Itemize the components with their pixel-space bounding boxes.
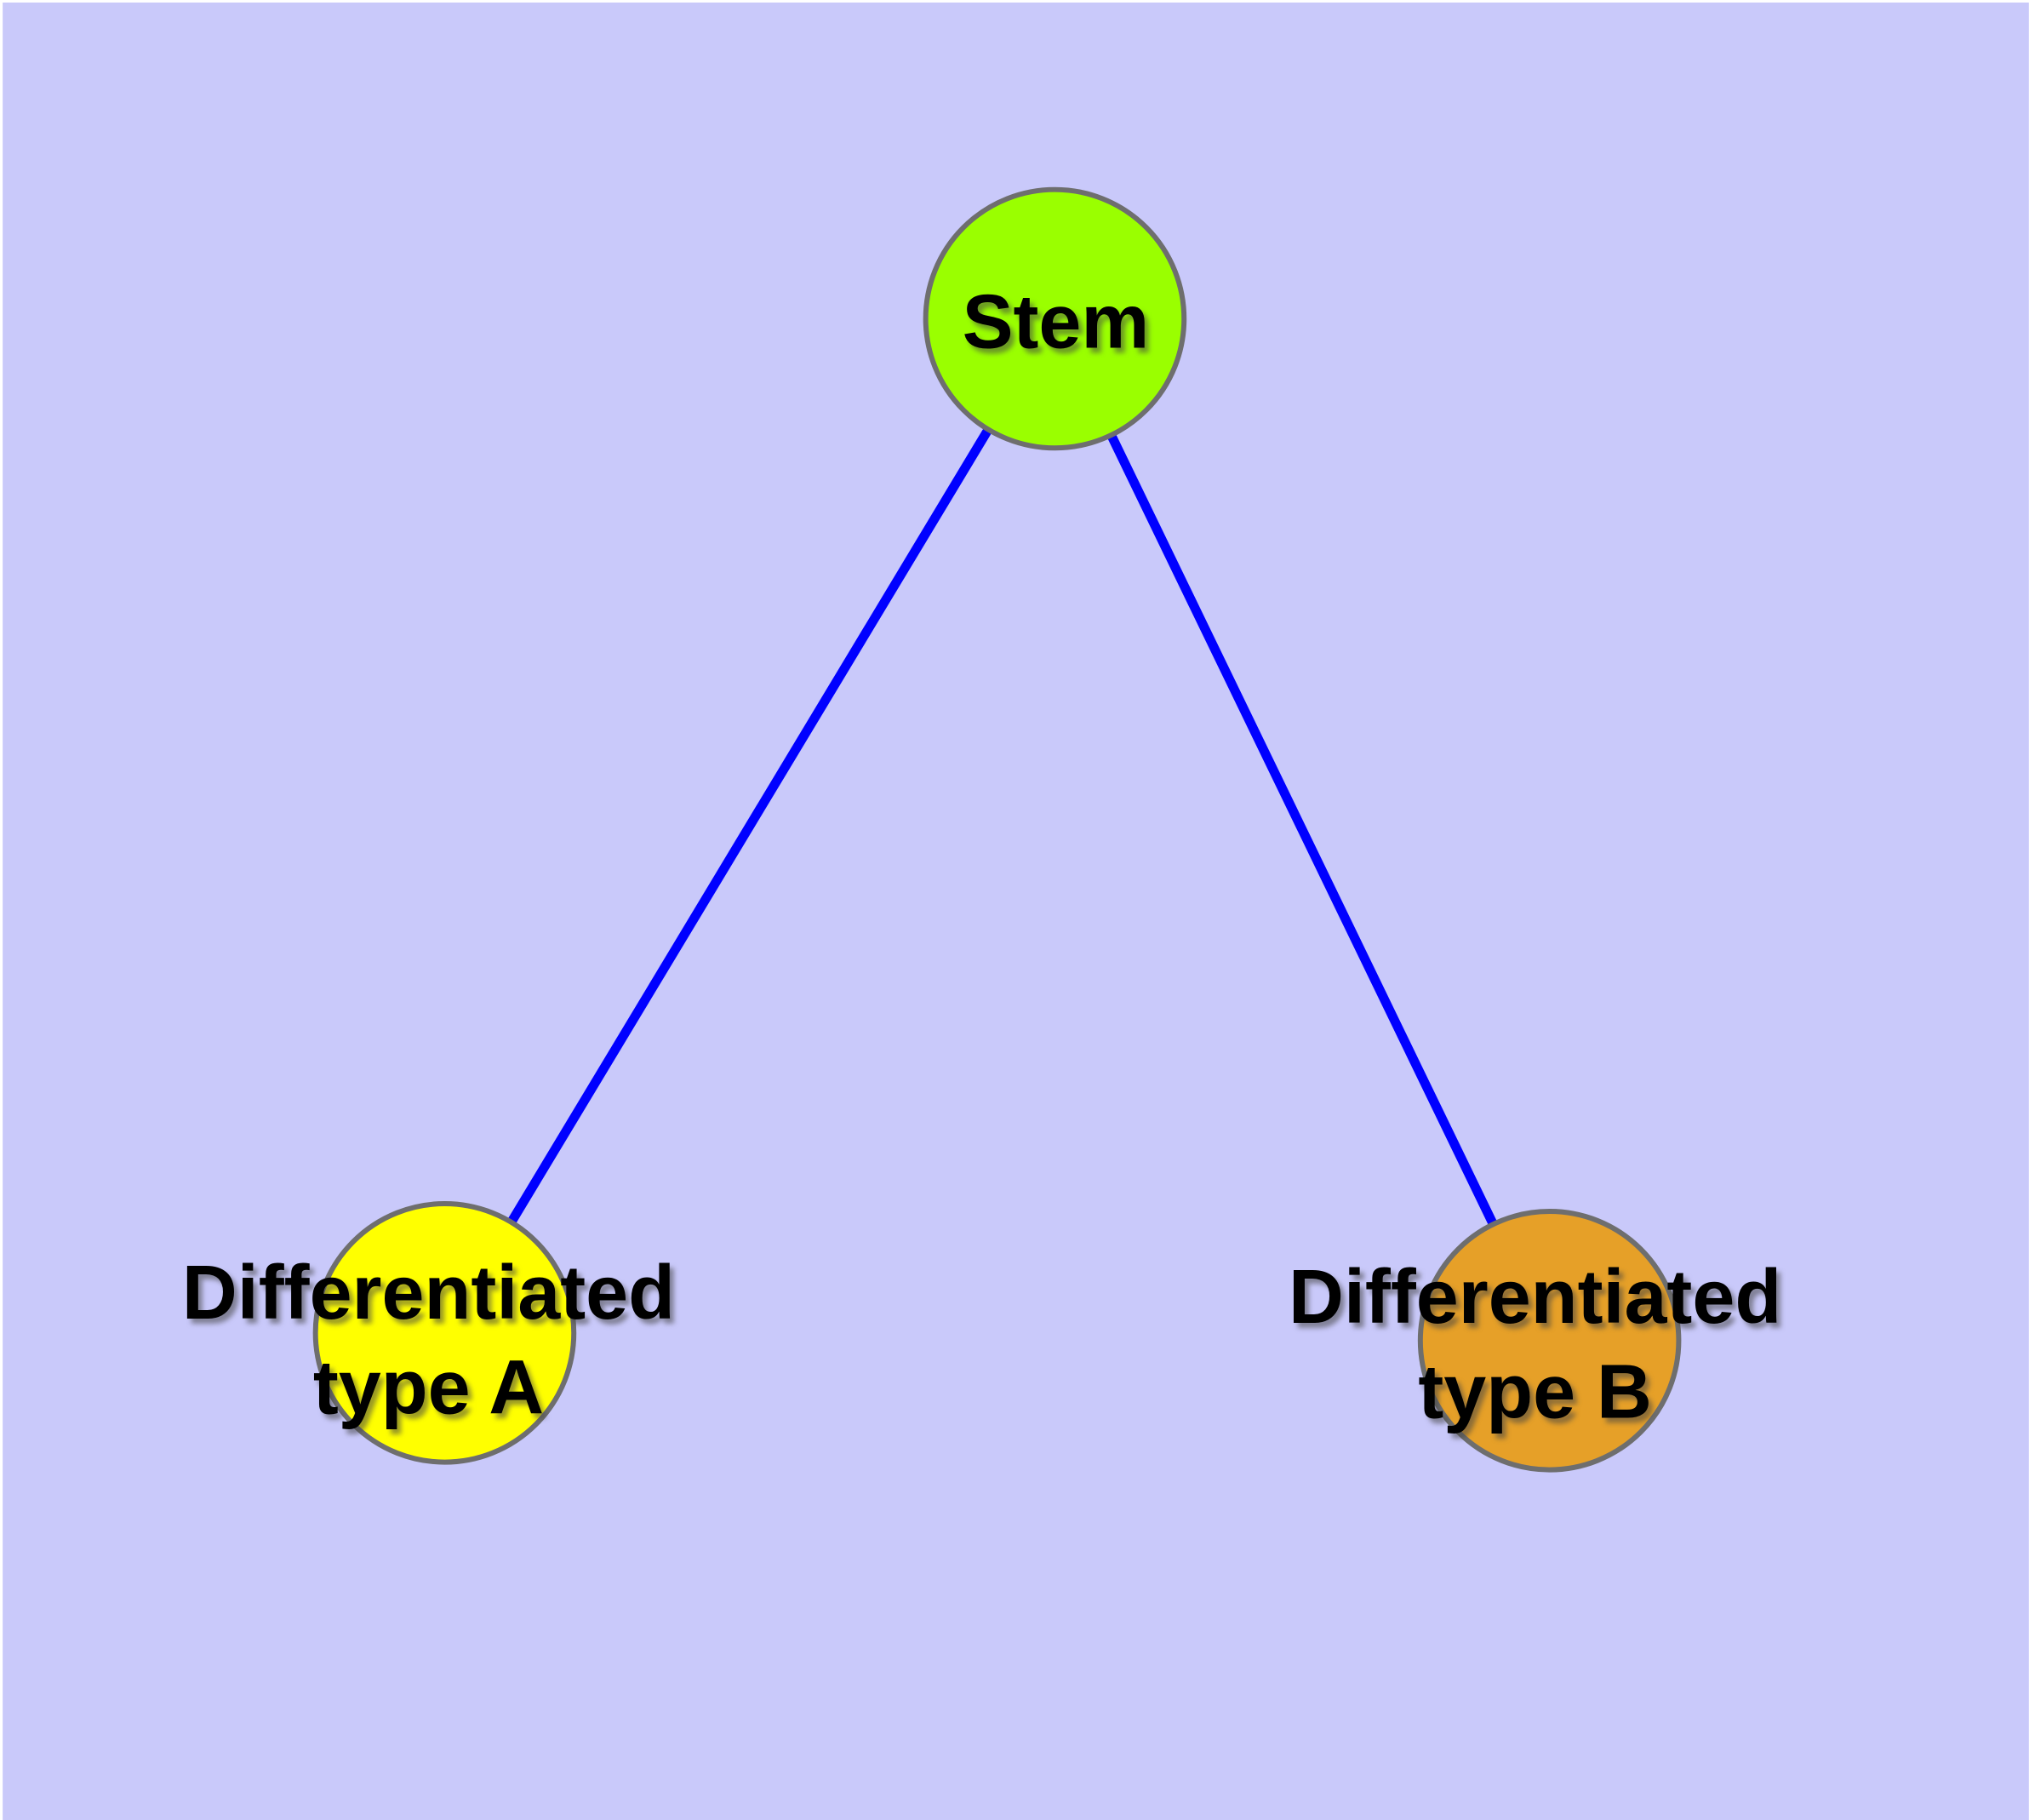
node-differentiated-type-b[interactable] xyxy=(1417,1209,1682,1473)
node-label-differentiated-type-b-line1: Differentiated xyxy=(1289,1255,1781,1340)
label-group: Stem Differentiated type A Differentiate… xyxy=(182,279,1781,1434)
graph-svg: Stem Differentiated type A Differentiate… xyxy=(3,3,2029,1820)
node-label-differentiated-type-a-line1: Differentiated xyxy=(182,1251,675,1336)
edge-stem-to-differentiated-type-b xyxy=(1050,317,1554,1343)
node-label-differentiated-type-a-line2: type A xyxy=(313,1346,544,1431)
edge-stem-to-differentiated-type-a xyxy=(440,316,1060,1336)
node-differentiated-type-a[interactable] xyxy=(312,1201,577,1465)
node-group xyxy=(312,186,1682,1473)
node-stem[interactable] xyxy=(923,186,1187,451)
node-label-differentiated-type-b-line2: type B xyxy=(1418,1350,1652,1435)
node-label-stem: Stem xyxy=(963,279,1150,364)
edge-group xyxy=(440,316,1554,1343)
